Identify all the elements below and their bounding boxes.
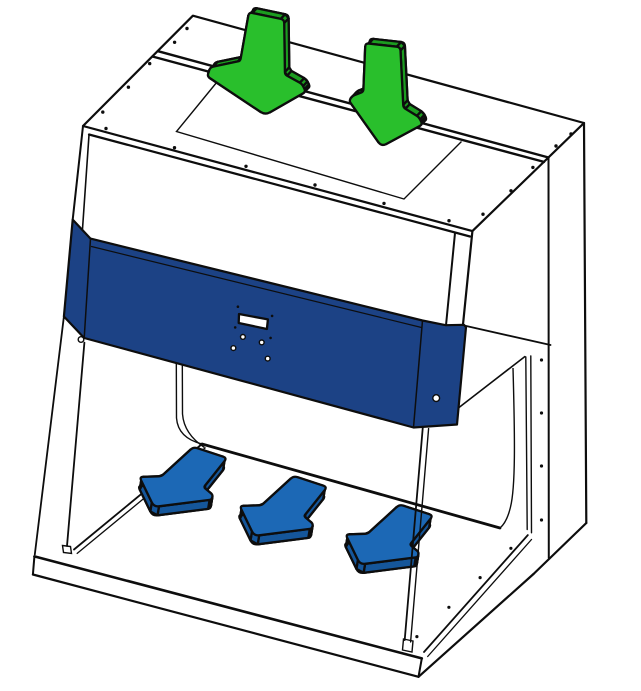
base-right-corner: [417, 657, 423, 678]
work-surface-airflow-arrows: [138, 446, 433, 575]
base-bottom-edge: [31, 573, 420, 678]
fascia-top-bevel-line: [90, 245, 423, 329]
control-button-3: [230, 345, 237, 352]
base-right-bottom-edge: [417, 572, 535, 678]
control-button-1: [239, 333, 247, 341]
right-face-bottom-edge: [463, 324, 552, 346]
interior-left-wall-edge-b: [181, 358, 205, 449]
display-corner-screws: [233, 305, 274, 340]
fascia-side-port: [432, 394, 441, 403]
roof-top-face: [81, 14, 586, 233]
left-glass-front-edge: [66, 341, 86, 547]
floor-arrow-right-front-face: [345, 504, 433, 566]
left-edge-inner: [81, 134, 90, 232]
base-rim-line-a: [423, 534, 529, 653]
interior-right-coving: [499, 367, 516, 529]
roof-screws-front-edge: [104, 126, 451, 223]
floor-arrow-middle: [238, 475, 327, 546]
left-glass-foot: [61, 544, 73, 555]
left-edge-outer: [71, 125, 84, 221]
base-left-end: [31, 555, 36, 576]
cabinet-upper-front: [71, 121, 588, 576]
base-tray: [31, 555, 535, 678]
floor-arrow-left-front-face: [139, 446, 227, 508]
cabinet-roof: [81, 14, 586, 238]
roof-filter-opening: [175, 76, 462, 200]
base-rim-screws: [415, 546, 513, 639]
wall-inner-edge-a: [525, 356, 528, 531]
wall-inner-edge-b: [530, 355, 533, 534]
left-glass-knob: [77, 336, 85, 344]
floor-arrow-right: [344, 504, 433, 575]
right-glass-front-edge-b: [409, 427, 430, 643]
left-side-panel-front-edge: [33, 315, 65, 556]
side-glass-panels: [33, 315, 430, 653]
floor-back-edge: [200, 442, 502, 530]
control-display: [237, 312, 270, 331]
control-fascia: [62, 218, 468, 429]
fascia-right-wrap-seam: [412, 319, 424, 429]
right-glass-front-edge-a: [403, 426, 424, 641]
base-top-front-edge: [33, 555, 424, 660]
front-right-post-left-edge: [445, 232, 456, 327]
front-right-post-right-edge: [461, 230, 474, 326]
air-intake-arrows: [206, 7, 428, 147]
right-glass-foot: [401, 638, 414, 653]
floor-arrow-middle-front-face: [239, 475, 327, 537]
intake-arrow-left: [206, 7, 311, 115]
roof-front-rim-line: [87, 133, 472, 238]
interior-left-wall-edge-a: [175, 357, 203, 445]
wall-outer-edge: [582, 121, 588, 525]
roof-screws-right-edge: [481, 165, 535, 216]
intake-arrow-left-front-face: [206, 11, 307, 115]
work-chamber-interior: [73, 355, 544, 658]
wall-bottom-edge: [532, 521, 588, 576]
intake-arrow-right: [348, 37, 428, 147]
floor-arrow-left: [138, 446, 227, 517]
fascia-left-wrap-seam: [83, 237, 92, 339]
roof-screws-left-edge: [101, 26, 189, 114]
control-button-2: [258, 339, 265, 346]
control-button-4: [264, 355, 271, 362]
wall-top-screws: [554, 132, 573, 148]
interior-right-top-edge: [447, 355, 526, 417]
control-buttons: [230, 333, 271, 362]
wall-front-screws: [539, 358, 544, 522]
base-rim-line-b: [427, 538, 533, 658]
intake-arrow-right-front-face: [348, 42, 423, 147]
